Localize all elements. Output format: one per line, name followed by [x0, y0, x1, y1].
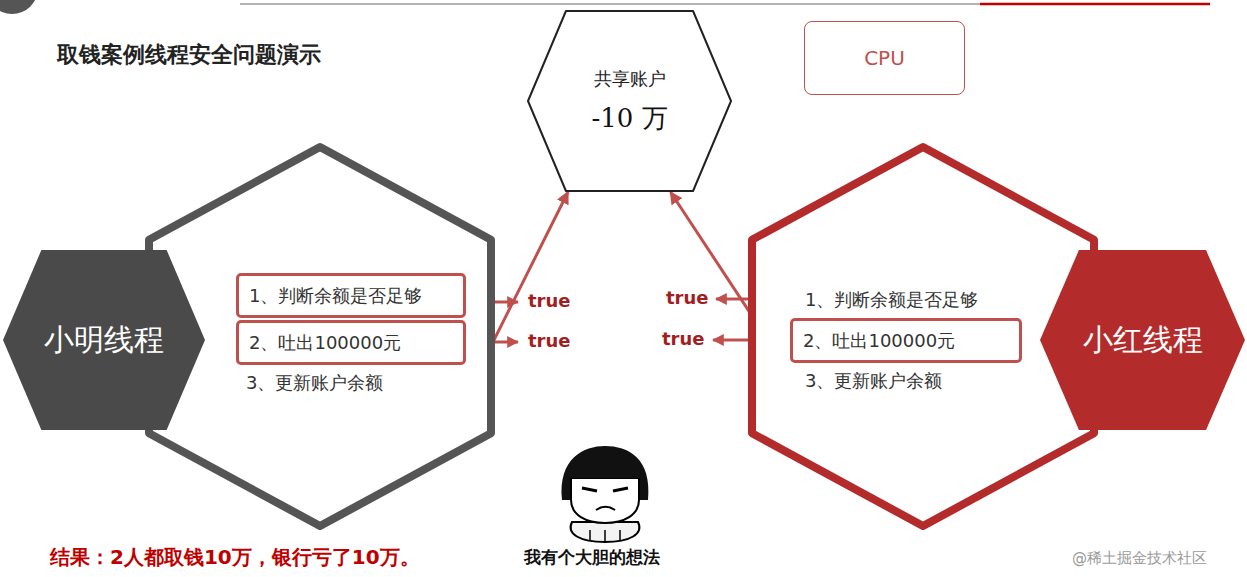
meme-fingers — [590, 530, 620, 541]
result-label: true — [526, 290, 573, 311]
step-text: 3、更新账户余额 — [236, 368, 393, 398]
node-text: 1、判断余额是否足够 — [805, 288, 978, 312]
meme-hands — [571, 522, 640, 542]
shared-account-hexagon: 共享账户 -10 万 — [527, 10, 732, 192]
result-arrows — [470, 299, 788, 342]
node-text: CPU — [864, 46, 905, 70]
hexagon-shape — [149, 147, 491, 526]
account-name: 共享账户 — [594, 67, 666, 91]
result-label: true — [660, 328, 707, 349]
shared-account-hexagon-outline — [527, 10, 732, 192]
meme-face — [571, 478, 639, 523]
cpu-box: CPU — [804, 21, 965, 95]
node-text: 小明线程 — [44, 320, 164, 361]
step-text: 3、更新账户余额 — [795, 366, 952, 396]
step-box: 2、吐出100000元 — [236, 320, 466, 365]
node-text: 3、更新账户余额 — [805, 369, 942, 393]
thread-badge: 小红线程 — [1040, 250, 1245, 430]
node-text: 1、判断余额是否足够 — [249, 284, 422, 308]
thread-badge: 小明线程 — [3, 250, 205, 430]
step-box: 1、判断余额是否足够 — [236, 273, 466, 318]
meme-mouth — [596, 507, 615, 510]
result-label: true — [664, 287, 711, 308]
node-text: 2、吐出100000元 — [803, 329, 955, 353]
meme-hair — [562, 446, 649, 500]
hexagon-shape — [3, 250, 205, 430]
meme-eyes — [582, 488, 628, 491]
hexagon-shape — [1040, 250, 1245, 430]
node-text: 3、更新账户余额 — [246, 371, 383, 395]
meme-figure — [562, 446, 649, 542]
account-balance: -10 万 — [591, 101, 667, 136]
top-rule-accent — [980, 3, 1210, 6]
node-text: 2、吐出100000元 — [249, 331, 401, 355]
top-rule — [240, 3, 1210, 5]
step-box: 2、吐出100000元 — [790, 318, 1022, 363]
corner-logo — [0, 0, 38, 14]
result-label: true — [526, 330, 573, 351]
watermark: @稀土掘金技术社区 — [1070, 549, 1209, 568]
hexagon-shape — [528, 11, 731, 191]
step-text: 1、判断余额是否足够 — [795, 285, 988, 315]
node-text: 小红线程 — [1083, 320, 1203, 361]
result-caption: 结果：2人都取钱10万，银行亏了10万。 — [50, 544, 420, 571]
slide-title: 取钱案例线程安全问题演示 — [57, 40, 321, 70]
meme-caption: 我有个大胆的想法 — [522, 546, 662, 569]
